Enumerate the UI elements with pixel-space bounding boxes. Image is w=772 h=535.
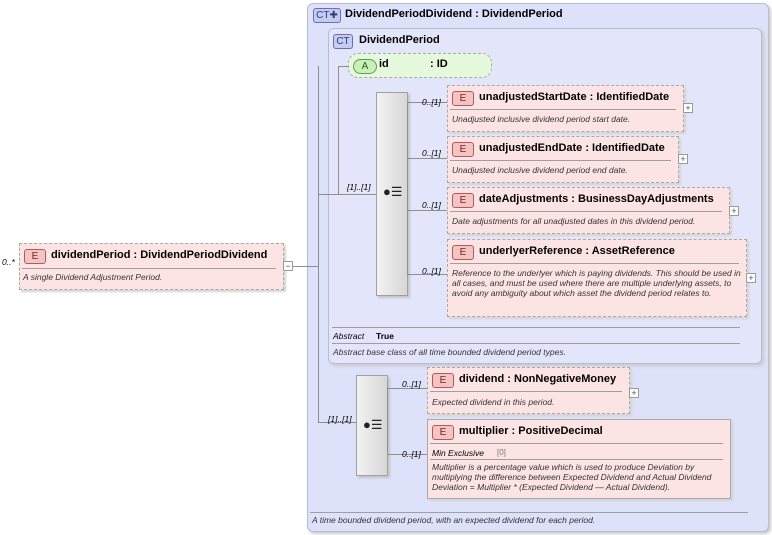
element-icon: E: [452, 91, 474, 106]
sequence-1-occurrence: [1]..[1]: [347, 182, 371, 192]
element-name: unadjustedStartDate : IdentifiedDate: [479, 91, 670, 103]
element-name: underlyerReference : AssetReference: [479, 245, 675, 257]
facet-label: Min Exclusive: [432, 448, 484, 458]
element-icon: E: [432, 425, 454, 440]
collapse-icon[interactable]: −: [283, 261, 293, 271]
root-element-name: dividendPeriod : DividendPeriodDividend: [51, 249, 268, 261]
element-underlyer-reference[interactable]: [447, 239, 747, 317]
element-occurrence: 0..[1]: [402, 379, 421, 389]
sequence-icon: ●☰: [363, 417, 383, 432]
expand-icon[interactable]: +: [746, 273, 756, 283]
element-description: Reference to the underlyer which is payi…: [452, 268, 741, 298]
element-name: multiplier : PositiveDecimal: [459, 425, 603, 437]
ct-icon: CT: [333, 34, 353, 49]
connector: [318, 422, 356, 423]
element-dividend-period[interactable]: [19, 243, 284, 290]
expand-icon[interactable]: +: [683, 103, 693, 113]
element-separator: [430, 443, 723, 444]
element-description: Unadjusted inclusive dividend period end…: [452, 165, 628, 175]
attribute-type: : ID: [430, 58, 448, 70]
connector: [407, 158, 447, 159]
element-icon: E: [24, 249, 46, 264]
connector: [318, 66, 319, 422]
element-dividend[interactable]: [427, 367, 630, 414]
connector: [318, 194, 376, 195]
base-type-title: DividendPeriod: [359, 34, 440, 46]
element-description: Expected dividend in this period.: [432, 397, 555, 407]
element-occurrence: 0..[1]: [402, 449, 421, 459]
element-occurrence: 0..[1]: [422, 266, 441, 276]
sequence-icon: ●☰: [383, 184, 403, 199]
element-name: dividend : NonNegativeMoney: [459, 373, 617, 385]
base-description: Abstract base class of all time bounded …: [333, 347, 566, 357]
element-separator: [450, 263, 739, 264]
base-separator-1: [332, 327, 740, 328]
element-icon: E: [452, 245, 474, 260]
element-description: Multiplier is a percentage value which i…: [432, 462, 712, 492]
abstract-label: Abstract: [333, 331, 365, 341]
expand-icon[interactable]: +: [678, 154, 688, 164]
root-occurrence: 0..*: [2, 257, 15, 267]
connector: [338, 66, 348, 67]
element-occurrence: 0..[1]: [422, 97, 441, 107]
base-separator-2: [332, 343, 740, 344]
sequence-2-occurrence: [1]..[1]: [328, 414, 352, 424]
connector: [407, 102, 447, 103]
element-separator: [450, 109, 676, 110]
outer-separator: [310, 512, 748, 513]
element-unadjusted-start-date[interactable]: [447, 85, 684, 132]
connector: [338, 66, 339, 194]
connector: [387, 388, 427, 389]
attribute-name: id: [379, 58, 389, 70]
connector: [387, 454, 427, 455]
outer-type-title: DividendPeriodDividend : DividendPeriod: [345, 8, 563, 20]
root-description: A single Dividend Adjustment Period.: [23, 272, 163, 282]
connector: [387, 388, 388, 454]
connector: [407, 102, 408, 274]
expand-icon[interactable]: +: [729, 206, 739, 216]
attribute-icon: A: [353, 59, 377, 74]
element-icon: E: [432, 373, 454, 388]
element-separator: [430, 459, 723, 460]
expand-icon[interactable]: +: [629, 388, 639, 398]
element-separator: [450, 211, 722, 212]
element-icon: E: [452, 193, 474, 208]
outer-description: A time bounded dividend period, with an …: [312, 515, 596, 525]
connector: [407, 274, 447, 275]
element-name: dateAdjustments : BusinessDayAdjustments: [479, 193, 714, 205]
element-description: Date adjustments for all unadjusted date…: [452, 216, 696, 226]
connector: [293, 266, 318, 267]
element-unadjusted-end-date[interactable]: [447, 136, 679, 183]
element-name: unadjustedEndDate : IdentifiedDate: [479, 142, 665, 154]
element-separator: [430, 391, 622, 392]
element-description: Unadjusted inclusive dividend period sta…: [452, 114, 631, 124]
element-separator: [450, 160, 671, 161]
connector: [407, 210, 447, 211]
ct-extension-icon: CT✚: [313, 8, 341, 23]
element-date-adjustments[interactable]: [447, 187, 730, 234]
abstract-value: True: [376, 331, 394, 341]
root-separator: [22, 268, 276, 269]
element-occurrence: 0..[1]: [422, 200, 441, 210]
element-occurrence: 0..[1]: [422, 148, 441, 158]
facet-value: [0]: [497, 448, 506, 457]
element-icon: E: [452, 142, 474, 157]
